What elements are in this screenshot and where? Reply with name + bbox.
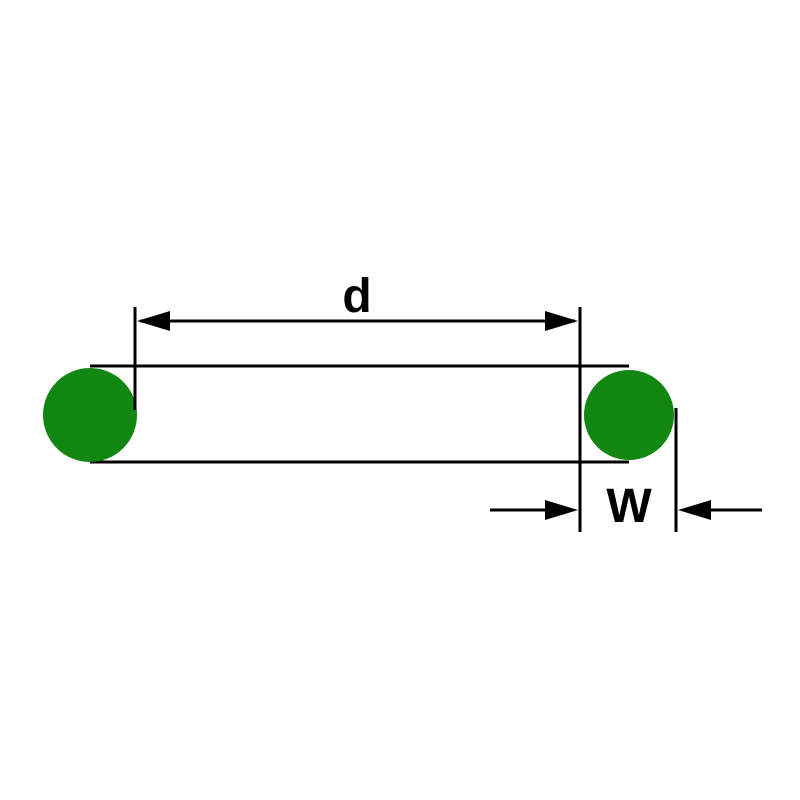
label-cross-section-width: W — [606, 480, 652, 533]
arrowhead-inward-right-icon — [545, 500, 578, 520]
dimension-w: W — [490, 480, 762, 533]
dimension-d: d — [137, 270, 578, 331]
dimension-w-arrowheads — [545, 500, 711, 520]
extension-lines — [133, 307, 678, 532]
ring-cross-section-left — [43, 368, 137, 462]
ring-cross-section-right — [584, 370, 674, 460]
ring-outline-lines — [90, 364, 629, 464]
arrowhead-inward-left-icon — [678, 500, 711, 520]
dimension-d-arrowheads — [137, 311, 578, 331]
arrowhead-left-icon — [137, 311, 170, 331]
ring-cross-sections — [43, 368, 674, 462]
label-inner-diameter: d — [342, 270, 371, 323]
arrowhead-right-icon — [545, 311, 578, 331]
